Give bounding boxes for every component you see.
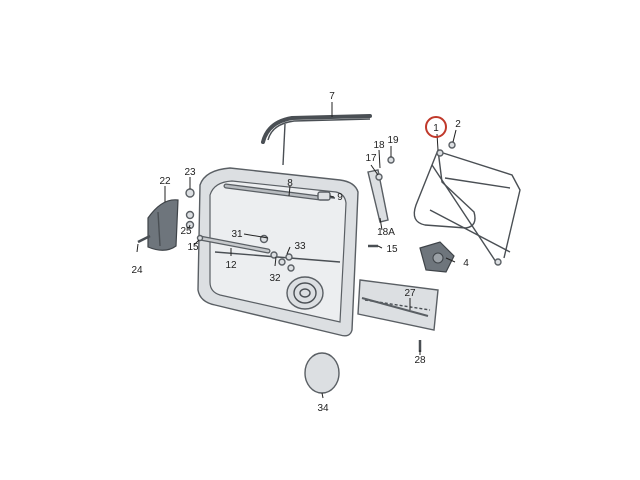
bolt-33	[285, 253, 293, 261]
callout-18a: 18A	[377, 227, 395, 238]
callout-17: 17	[365, 153, 377, 164]
callout-1: 1	[433, 123, 439, 134]
clip-part-9	[317, 191, 331, 201]
callout-15-right: 15	[386, 244, 398, 255]
clip-15	[196, 234, 204, 242]
lower-door-seal-panel	[357, 279, 439, 331]
speaker-cover-34	[304, 352, 340, 394]
callout-27: 27	[404, 288, 416, 299]
callout-9: 9	[337, 192, 343, 203]
callout-22: 22	[159, 176, 171, 187]
window-motor	[419, 241, 455, 273]
callout-32: 32	[269, 273, 281, 284]
bolt-32a	[270, 251, 278, 259]
callout-28: 28	[414, 355, 426, 366]
callout-31: 31	[231, 229, 243, 240]
callout-19: 19	[387, 135, 399, 146]
callout-15-left: 15	[187, 242, 199, 253]
callout-7: 7	[329, 91, 335, 102]
window-channel-frame	[261, 114, 372, 166]
callout-25: 25	[180, 226, 192, 237]
leader-lines	[136, 102, 457, 399]
highlight-circle	[425, 116, 447, 138]
callout-34: 34	[317, 403, 329, 414]
mirror-cover	[147, 199, 179, 251]
speaker-grille	[286, 276, 324, 310]
bolt-33b	[287, 264, 295, 272]
bolt-23	[185, 188, 195, 198]
callout-4: 4	[463, 258, 469, 269]
bolt-25a	[185, 210, 195, 220]
bolt-2	[448, 141, 456, 149]
callout-23: 23	[184, 167, 196, 178]
callout-24: 24	[131, 265, 143, 276]
bolt-32b	[278, 258, 286, 266]
door-panel	[197, 167, 359, 337]
callout-2: 2	[455, 119, 461, 130]
window-seal-strip	[223, 183, 323, 201]
window-regulator	[413, 149, 521, 266]
callout-18: 18	[373, 140, 385, 151]
callout-8: 8	[287, 178, 293, 189]
callout-12: 12	[225, 260, 237, 271]
screw-24	[137, 234, 151, 244]
callout-33: 33	[294, 241, 306, 252]
door-trim-strip	[197, 235, 271, 254]
